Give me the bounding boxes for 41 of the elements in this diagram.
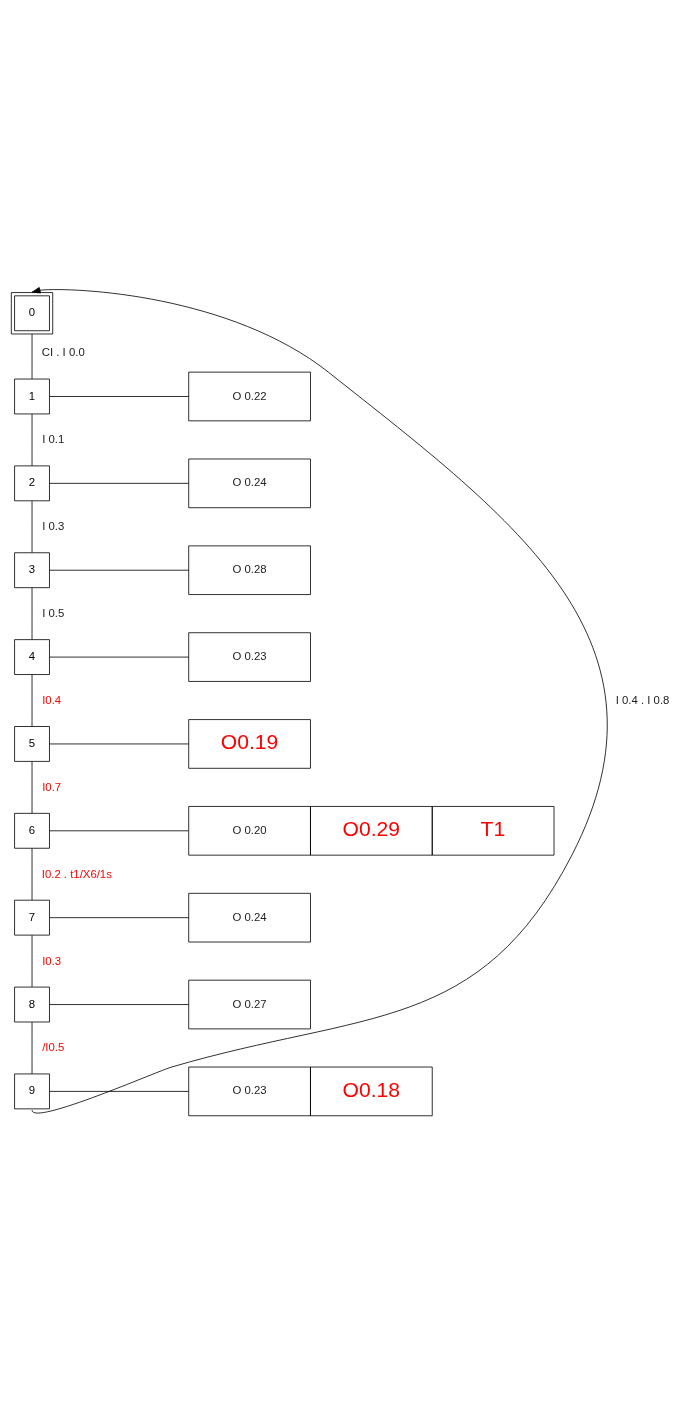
connector [49, 830, 189, 832]
edge-label: I0.2 . t1/X6/1s [41, 867, 112, 880]
connector [31, 587, 33, 640]
node-box: O 0.28 [188, 545, 311, 595]
edge-label: I 0.4 . I 0.8 [615, 693, 670, 706]
connector [49, 569, 190, 571]
node-box: 3 [14, 552, 50, 589]
node-box: 4 [14, 639, 50, 675]
connector [31, 674, 33, 727]
connector [49, 917, 190, 919]
connector [31, 848, 33, 901]
node-box: 5 [14, 726, 50, 762]
edge-label: CI . I 0.0 [41, 346, 85, 359]
connector [49, 396, 190, 397]
node-box: 2 [14, 465, 50, 502]
node-box: O 0.23 [188, 632, 311, 682]
arrow [31, 287, 608, 1114]
edge-label: I0.7 [42, 780, 62, 793]
node-box: 9 [14, 1073, 50, 1110]
connector [49, 1004, 190, 1005]
edge-label: I 0.5 [42, 607, 65, 620]
node-box: O 0.24 [188, 892, 311, 943]
node-box: O 0.24 [188, 458, 311, 509]
node-box: 1 [14, 378, 50, 415]
node-box: O 0.22 [188, 371, 311, 422]
node-box: O 0.27 [188, 979, 311, 1030]
edge-label: /I0.5 [42, 1041, 65, 1054]
edge-label: I0.3 [42, 954, 62, 967]
connector [49, 482, 190, 484]
node-box: 6 [14, 812, 50, 849]
node-box: 8 [14, 986, 50, 1023]
connector [49, 743, 190, 745]
connector [49, 1091, 189, 1092]
edge-label: I 0.1 [42, 433, 65, 446]
connector [31, 500, 33, 553]
connector [31, 761, 33, 814]
node-box: O0.19 [188, 719, 311, 769]
edge-label: I 0.3 [42, 520, 65, 533]
node-box: 7 [14, 899, 50, 936]
edge-label: I0.4 [42, 693, 62, 706]
connector [49, 656, 190, 658]
